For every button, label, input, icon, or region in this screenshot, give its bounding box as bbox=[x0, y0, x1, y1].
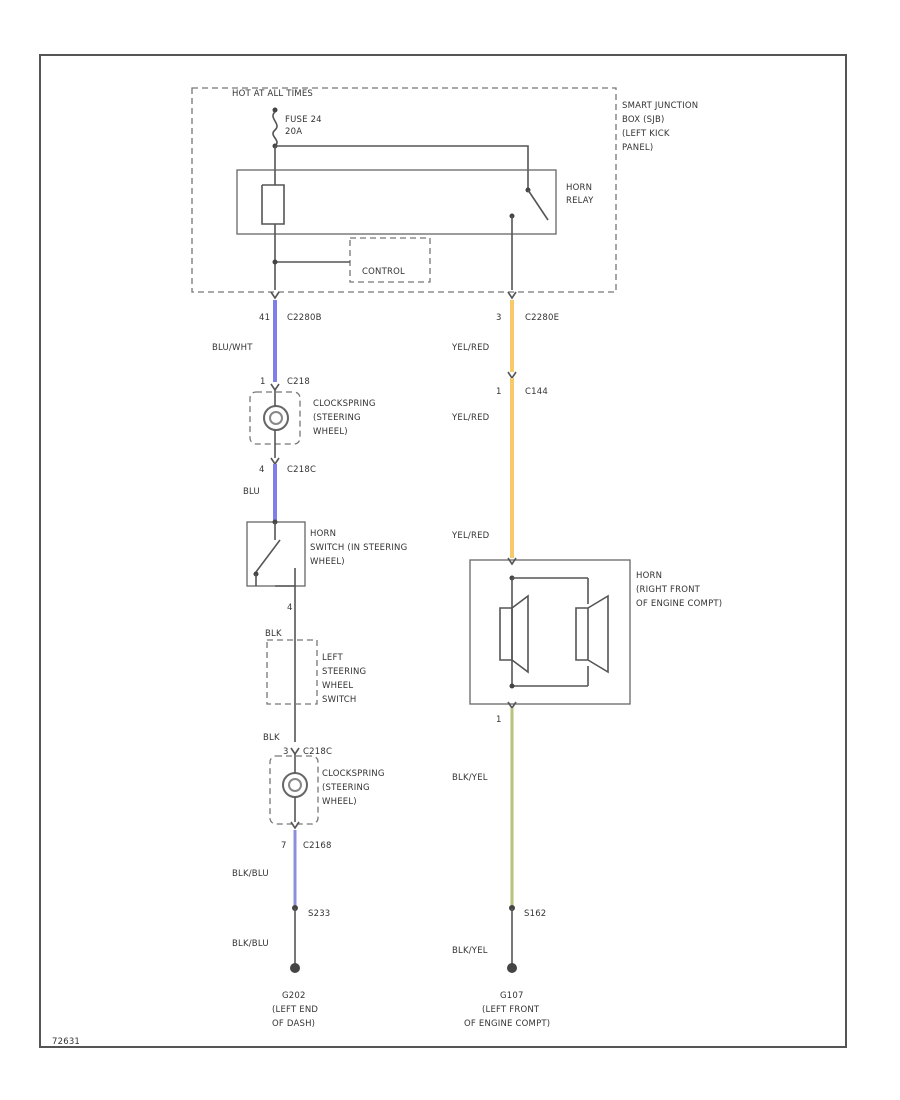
svg-text:G202: G202 bbox=[282, 991, 306, 1001]
svg-text:RELAY: RELAY bbox=[566, 196, 594, 206]
svg-text:(LEFT END: (LEFT END bbox=[272, 1005, 318, 1015]
svg-text:OF DASH): OF DASH) bbox=[272, 1019, 315, 1029]
svg-text:CLOCKSPRING: CLOCKSPRING bbox=[313, 399, 376, 409]
relay-coil-icon bbox=[261, 170, 285, 234]
svg-text:(LEFT FRONT: (LEFT FRONT bbox=[482, 1005, 540, 1015]
splice-s233: S233 bbox=[292, 905, 330, 919]
svg-text:LEFT: LEFT bbox=[322, 653, 343, 663]
svg-text:C2168: C2168 bbox=[303, 841, 332, 851]
svg-text:(LEFT KICK: (LEFT KICK bbox=[622, 129, 670, 139]
svg-text:3: 3 bbox=[496, 313, 502, 323]
wire-label-yel-red-2: YEL/RED bbox=[451, 413, 490, 423]
svg-text:7: 7 bbox=[281, 841, 287, 851]
svg-text:(STEERING: (STEERING bbox=[313, 413, 361, 423]
svg-text:CLOCKSPRING: CLOCKSPRING bbox=[322, 769, 385, 779]
ground-g107: G107 (LEFT FRONT OF ENGINE COMPT) bbox=[464, 963, 550, 1029]
wire-label-blk-1: BLK bbox=[265, 629, 282, 639]
svg-text:OF ENGINE COMPT): OF ENGINE COMPT) bbox=[636, 599, 722, 609]
svg-text:(STEERING: (STEERING bbox=[322, 783, 370, 793]
control-wire bbox=[274, 234, 350, 290]
svg-text:1: 1 bbox=[260, 377, 266, 387]
svg-text:3: 3 bbox=[283, 747, 289, 757]
svg-text:SMART JUNCTION: SMART JUNCTION bbox=[622, 101, 698, 111]
svg-text:WHEEL): WHEEL) bbox=[322, 797, 357, 807]
svg-text:HORN: HORN bbox=[310, 529, 336, 539]
svg-text:C144: C144 bbox=[525, 387, 548, 397]
wire-label-blu: BLU bbox=[243, 487, 260, 497]
connector-c2168: 7 C2168 bbox=[281, 821, 332, 851]
connector-c144: 1 C144 bbox=[496, 371, 548, 397]
control-module bbox=[349, 237, 431, 283]
wire-label-blk-blu-2: BLK/BLU bbox=[232, 939, 269, 949]
svg-text:C2280E: C2280E bbox=[525, 313, 559, 323]
svg-text:(RIGHT FRONT: (RIGHT FRONT bbox=[636, 585, 701, 595]
svg-text:HORN: HORN bbox=[636, 571, 662, 581]
horn-relay-box bbox=[236, 169, 557, 235]
relay-feed-wire bbox=[274, 145, 529, 188]
horn-speaker-left-icon bbox=[499, 594, 529, 674]
horn-component: HORN (RIGHT FRONT OF ENGINE COMPT) bbox=[469, 557, 722, 710]
wire-label-yel-red-1: YEL/RED bbox=[451, 343, 490, 353]
horn-switch: HORN SWITCH (IN STEERING WHEEL) bbox=[246, 519, 407, 600]
svg-text:WHEEL: WHEEL bbox=[322, 681, 353, 691]
fuse-label: FUSE 24 bbox=[285, 115, 322, 125]
clockspring-bottom: 3 C218C CLOCKSPRING (STEERING WHEEL) bbox=[269, 747, 385, 825]
svg-text:C218C: C218C bbox=[303, 747, 332, 757]
svg-text:1: 1 bbox=[496, 387, 502, 397]
wire-label-blk-2: BLK bbox=[263, 733, 280, 743]
horn-pin-label: 1 bbox=[496, 715, 502, 725]
svg-text:4: 4 bbox=[259, 465, 265, 475]
clockspring-top: 1 C218 CLOCKSPRING (STEERING WHEEL) bbox=[249, 377, 376, 458]
svg-text:OF ENGINE COMPT): OF ENGINE COMPT) bbox=[464, 1019, 550, 1029]
svg-text:41: 41 bbox=[259, 313, 270, 323]
fuse-rating-label: 20A bbox=[285, 127, 302, 137]
svg-text:HORN: HORN bbox=[566, 183, 592, 193]
relay-switch-icon bbox=[509, 187, 549, 234]
pin-label-4: 4 bbox=[287, 603, 293, 613]
control-label: CONTROL bbox=[362, 267, 405, 277]
left-steering-wheel-switch: LEFT STEERING WHEEL SWITCH bbox=[266, 639, 366, 705]
svg-text:SWITCH: SWITCH bbox=[322, 695, 357, 705]
connector-c2280e: 3 C2280E bbox=[496, 291, 559, 323]
svg-text:WHEEL): WHEEL) bbox=[313, 427, 348, 437]
svg-text:PANEL): PANEL) bbox=[622, 143, 653, 153]
svg-text:SWITCH (IN STEERING: SWITCH (IN STEERING bbox=[310, 543, 407, 553]
connector-c218c-top: 4 C218C bbox=[259, 457, 316, 475]
fuse-24-symbol bbox=[272, 107, 278, 149]
svg-text:S162: S162 bbox=[524, 909, 546, 919]
svg-text:S233: S233 bbox=[308, 909, 330, 919]
sjb-name-label: SMART JUNCTION BOX (SJB) (LEFT KICK PANE… bbox=[622, 101, 698, 153]
wire-label-blk-blu-1: BLK/BLU bbox=[232, 869, 269, 879]
svg-text:C2280B: C2280B bbox=[287, 313, 322, 323]
svg-text:STEERING: STEERING bbox=[322, 667, 366, 677]
horn-relay-label: HORN RELAY bbox=[566, 183, 594, 206]
svg-text:C218C: C218C bbox=[287, 465, 316, 475]
ground-g202: G202 (LEFT END OF DASH) bbox=[272, 963, 318, 1029]
svg-text:G107: G107 bbox=[500, 991, 524, 1001]
diagram-frame bbox=[39, 54, 847, 1048]
wire-label-blk-yel-2: BLK/YEL bbox=[452, 946, 488, 956]
svg-text:C218: C218 bbox=[287, 377, 310, 387]
smart-junction-box bbox=[191, 87, 617, 293]
svg-text:WHEEL): WHEEL) bbox=[310, 557, 345, 567]
wire-label-yel-red-3: YEL/RED bbox=[451, 531, 490, 541]
wire-label-blu-wht: BLU/WHT bbox=[212, 343, 253, 353]
svg-text:BOX (SJB): BOX (SJB) bbox=[622, 115, 665, 125]
horn-speaker-right-icon bbox=[575, 594, 609, 674]
splice-s162: S162 bbox=[509, 905, 546, 919]
connector-c2280b: 41 C2280B bbox=[259, 291, 322, 323]
wire-label-blk-yel-1: BLK/YEL bbox=[452, 773, 488, 783]
diagram-id-label: 72631 bbox=[52, 1037, 80, 1047]
hot-at-all-times-label: HOT AT ALL TIMES bbox=[232, 89, 313, 99]
